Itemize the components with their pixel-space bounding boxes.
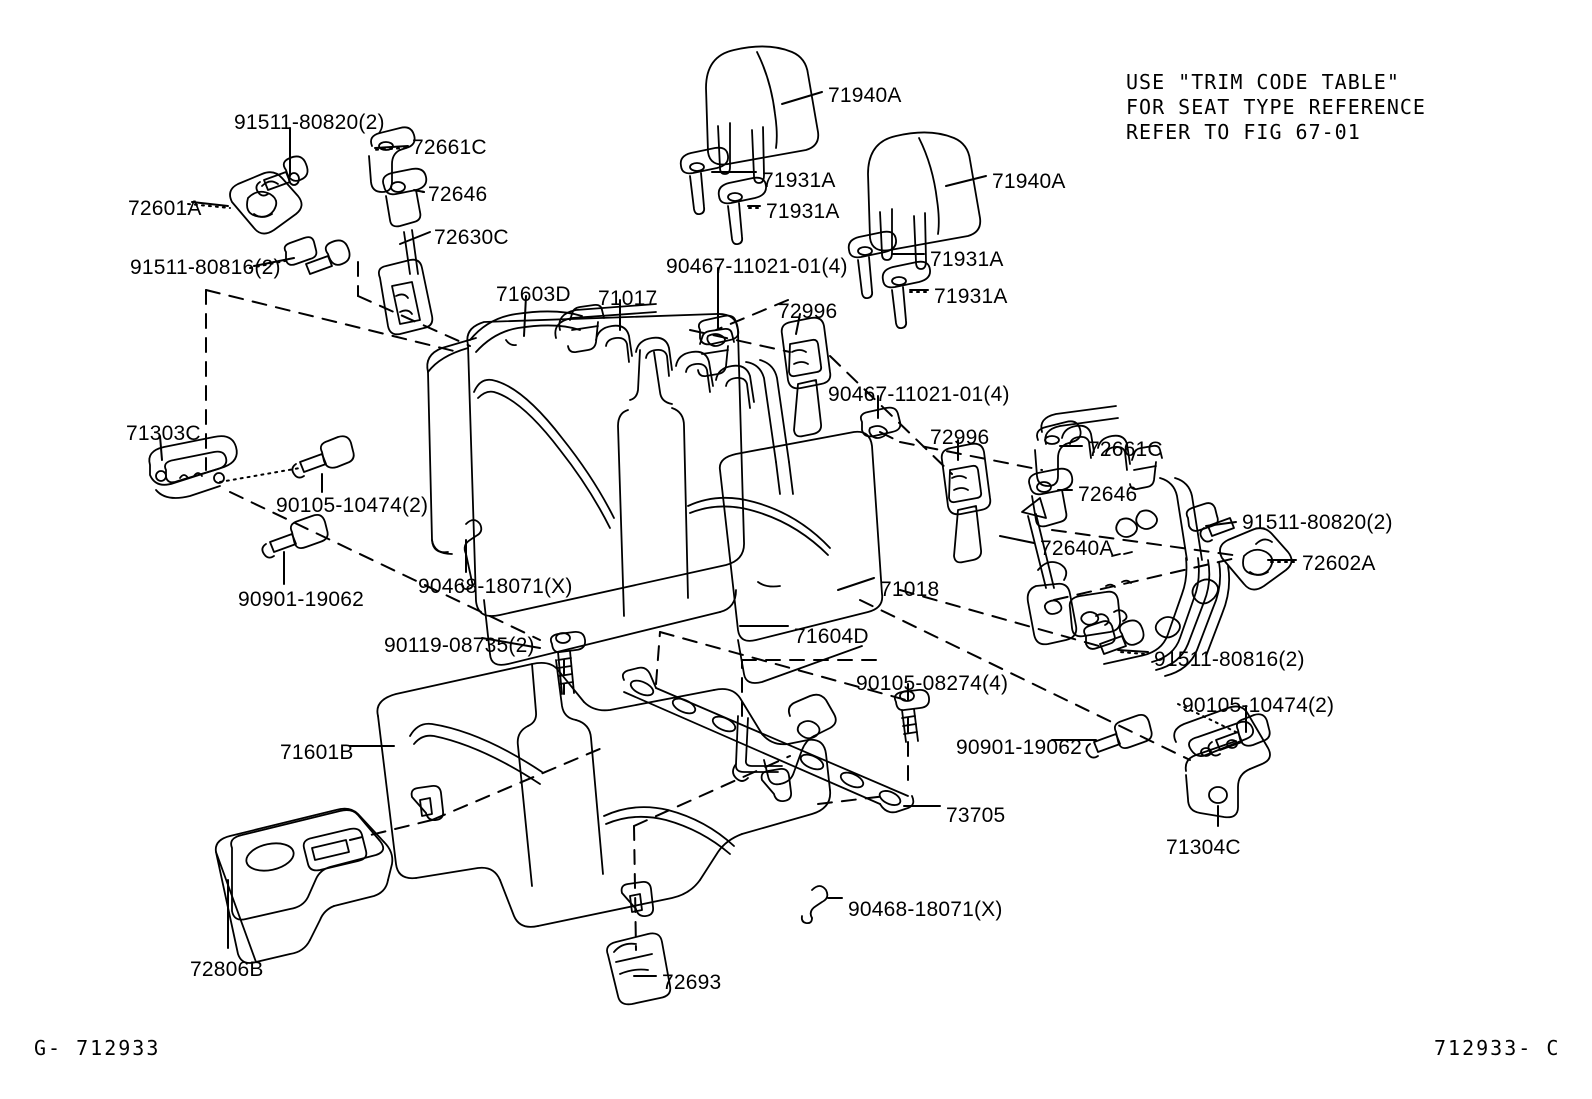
seatback-cover-side-icon (718, 430, 884, 684)
part-label-71931A-3: 71931A (930, 248, 1004, 271)
part-label-71303C: 71303C (126, 422, 201, 445)
lock-release-lever-right-icon (1034, 420, 1082, 487)
part-label-72661C-right: 72661C (1088, 438, 1163, 461)
part-label-72996-lower: 72996 (930, 426, 990, 449)
part-label-72601A: 72601A (128, 197, 202, 220)
seat-cushion-rail-icon (621, 666, 915, 814)
part-label-71017: 71017 (598, 287, 658, 310)
lock-release-knob-right-icon (1028, 467, 1074, 528)
part-label-90105-10474-right: 90105-10474(2) (1182, 694, 1335, 717)
trim-code-note: USE "TRIM CODE TABLE" FOR SEAT TYPE REFE… (1126, 70, 1426, 144)
part-label-72661C-left: 72661C (412, 136, 487, 159)
headrest-bushing-icon-1 (679, 146, 729, 216)
headrest-bushing-icon-3 (847, 230, 897, 300)
part-label-72630C: 72630C (434, 226, 509, 249)
part-label-91511-80820-left: 91511-80820(2) (234, 111, 385, 134)
part-label-71018: 71018 (880, 578, 940, 601)
seatback-lock-striker-left-icon (229, 171, 303, 235)
bolt-91511-80816-right-icon (1083, 619, 1145, 655)
seatback-lock-assembly-icon (377, 229, 434, 336)
rear-seat-armrest-icon (214, 807, 394, 964)
clip-90467-11021-lower-icon (859, 406, 902, 439)
bolt-90105-10474-right-icon (1207, 713, 1271, 757)
bolt-91511-80816-left-icon (283, 236, 351, 275)
bolt-90105-10474-left-icon (291, 435, 355, 479)
lock-release-knob-left-icon (382, 167, 428, 228)
part-label-71603D: 71603D (496, 283, 571, 306)
footer-left-code: G- 712933 (34, 1036, 161, 1060)
part-label-90468-18071-upper: 90468-18071(X) (418, 575, 573, 598)
part-label-90105-08274: 90105-08274(4) (856, 672, 1009, 695)
part-label-71304C: 71304C (1166, 836, 1241, 859)
part-label-90467-11021-lower: 90467-11021-01(4) (828, 383, 1010, 406)
seatback-hinge-bracket-right-icon (1173, 705, 1271, 819)
bolt-90901-19062-right-icon (1085, 713, 1153, 759)
seatbelt-buckle-guide-lower-icon (940, 442, 992, 564)
clip-90467-11021-upper-icon (697, 314, 740, 347)
headrest-bushing-icon-4 (881, 260, 931, 330)
part-label-72693: 72693 (662, 971, 722, 994)
part-label-72996-upper: 72996 (778, 300, 838, 323)
bolt-90119-08735-icon (549, 631, 586, 695)
seatback-lock-striker-right-icon (1219, 527, 1293, 591)
part-label-91511-80820-right: 91511-80820(2) (1242, 511, 1393, 534)
part-label-72602A: 72602A (1302, 552, 1376, 575)
seatbelt-buckle-guide-upper-icon (780, 316, 832, 438)
part-label-90105-10474-left: 90105-10474(2) (276, 494, 429, 517)
part-label-90468-18071-lower: 90468-18071(X) (848, 898, 1003, 921)
bolt-91511-80820-right-icon (1185, 502, 1235, 543)
headrest-upper-icon (705, 45, 820, 184)
footer-right-code: 712933- C (1434, 1036, 1561, 1060)
part-label-90901-19062-right: 90901-19062 (956, 736, 1082, 759)
bolt-90901-19062-left-icon (261, 513, 329, 559)
headrest-lower-icon (867, 131, 982, 270)
part-label-72640A: 72640A (1040, 537, 1114, 560)
seatback-cover-main-icon (426, 313, 831, 666)
part-label-72646-left: 72646 (428, 183, 488, 206)
seat-cushion-icon (376, 659, 832, 928)
part-label-71601B: 71601B (280, 741, 354, 764)
seatback-hinge-bracket-left-icon (148, 435, 238, 499)
part-label-90467-11021-upper: 90467-11021-01(4) (666, 255, 848, 278)
bolt-90105-08274-icon (893, 689, 930, 743)
part-label-72646-right: 72646 (1078, 483, 1138, 506)
part-label-91511-80816-right: 91511-80816(2) (1154, 648, 1305, 671)
part-label-73705: 73705 (946, 804, 1006, 827)
lock-release-lever-left-icon (368, 126, 416, 193)
part-label-72806B: 72806B (190, 958, 264, 981)
part-label-90901-19062-left: 90901-19062 (238, 588, 364, 611)
part-label-71931A-2: 71931A (766, 200, 840, 223)
part-label-91511-80816-left: 91511-80816(2) (130, 256, 281, 279)
part-label-90119-08735: 90119-08735(2) (384, 634, 535, 657)
part-label-71940A-upper: 71940A (828, 84, 902, 107)
armrest-hinge-cap-icon (606, 932, 672, 1006)
clip-90468-18071-lower-icon (800, 885, 829, 925)
bolt-91511-80820-left-icon (255, 155, 309, 197)
part-label-71931A-4: 71931A (934, 285, 1008, 308)
part-label-71940A-lower: 71940A (992, 170, 1066, 193)
seatback-frame-main-icon (469, 303, 794, 495)
clip-90468-18071-upper-icon (461, 519, 483, 591)
seatback-lock-cable-icon (1021, 497, 1078, 646)
part-label-71604D: 71604D (794, 625, 869, 648)
headrest-bushing-icon-2 (717, 176, 767, 246)
part-label-71931A-1: 71931A (762, 169, 836, 192)
